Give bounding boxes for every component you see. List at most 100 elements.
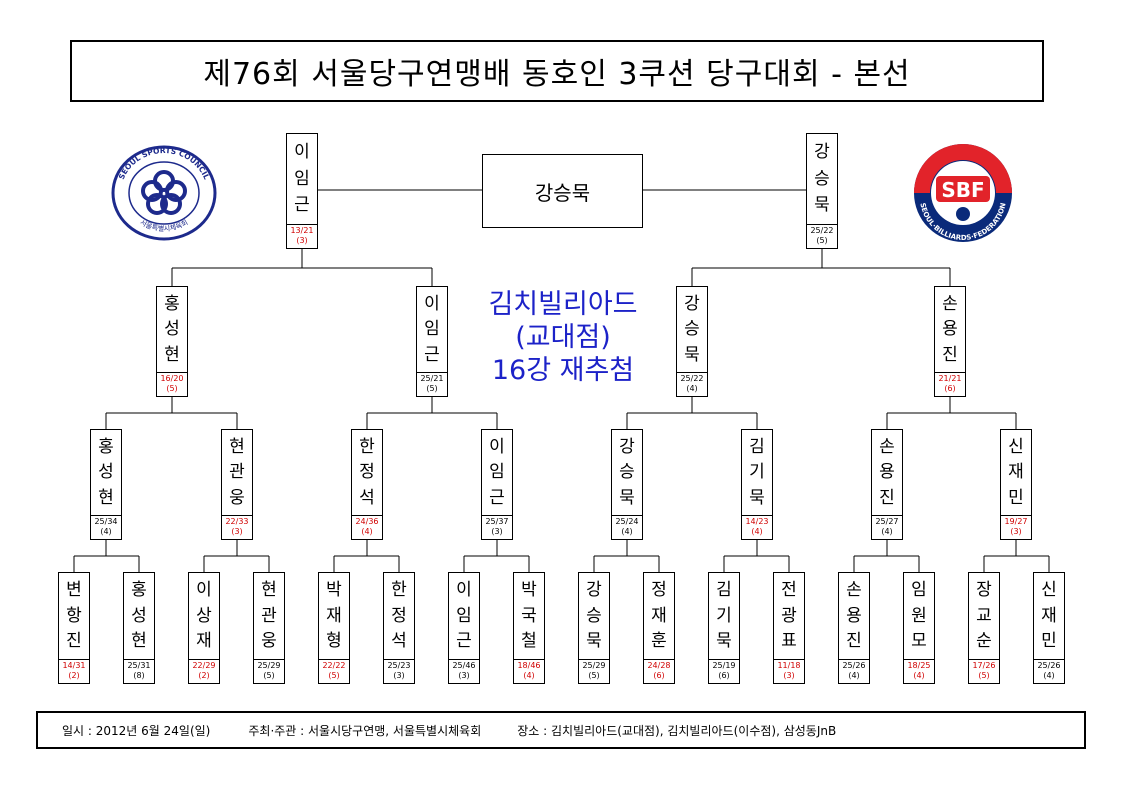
right-logo-letters: SBF	[941, 178, 984, 202]
player-score: 22/29	[192, 661, 216, 670]
player-score: 25/22	[680, 374, 704, 383]
player-score: 19/27	[1004, 517, 1028, 526]
player-stats: 25/31(8)	[124, 659, 154, 683]
player-stats: 16/20(5)	[157, 372, 187, 396]
player-rank: (3)	[783, 671, 795, 680]
player-rank: (3)	[231, 527, 243, 536]
player-score: 18/46	[517, 661, 541, 670]
player-score: 25/24	[615, 517, 639, 526]
player-score: 25/31	[127, 661, 151, 670]
player-stats: 25/34(4)	[91, 515, 121, 539]
player-score: 11/18	[777, 661, 801, 670]
player-rank: (6)	[718, 671, 730, 680]
player-stats: 25/22(5)	[807, 224, 837, 248]
player-score: 13/21	[290, 226, 314, 235]
player-stats: 25/29(5)	[579, 659, 609, 683]
player-rank: (4)	[751, 527, 763, 536]
player-stats: 25/37(3)	[482, 515, 512, 539]
player-stats: 25/27(4)	[872, 515, 902, 539]
player-score: 22/22	[322, 661, 346, 670]
player-rank: (6)	[653, 671, 665, 680]
player-score: 25/26	[842, 661, 866, 670]
player-score: 25/34	[94, 517, 118, 526]
player-stats: 24/36(4)	[352, 515, 382, 539]
event-info-footer: 일시 : 2012년 6월 24일(일) 주최·주관 : 서울시당구연맹, 서울…	[36, 711, 1086, 749]
player-score: 24/36	[355, 517, 379, 526]
player-rank: (2)	[68, 671, 80, 680]
player-stats: 25/23(3)	[384, 659, 414, 683]
player-stats: 22/22(5)	[319, 659, 349, 683]
player-stats: 17/26(5)	[969, 659, 999, 683]
page-title: 제76회 서울당구연맹배 동호인 3쿠션 당구대회 - 본선	[70, 40, 1044, 102]
player-stats: 25/22(4)	[677, 372, 707, 396]
champion-box: 강승묵	[482, 154, 643, 228]
player-score: 18/25	[907, 661, 931, 670]
player-stats: 25/26(4)	[1034, 659, 1064, 683]
player-stats: 25/29(5)	[254, 659, 284, 683]
player-score: 25/29	[582, 661, 606, 670]
player-score: 25/29	[257, 661, 281, 670]
player-rank: (3)	[1010, 527, 1022, 536]
player-stats: 14/23(4)	[742, 515, 772, 539]
player-stats: 14/31(2)	[59, 659, 89, 683]
seoul-sports-council-logo: SEOUL SPORTS COUNCIL 서울특별시체육회	[111, 145, 217, 241]
player-rank: (4)	[913, 671, 925, 680]
player-rank: (3)	[458, 671, 470, 680]
player-rank: (3)	[393, 671, 405, 680]
event-venue: 장소 : 김치빌리아드(교대점), 김치빌리아드(이수점), 삼성동JnB	[517, 723, 837, 738]
player-rank: (5)	[816, 236, 828, 245]
player-stats: 22/29(2)	[189, 659, 219, 683]
player-rank: (5)	[263, 671, 275, 680]
player-stats: 22/33(3)	[222, 515, 252, 539]
player-rank: (3)	[491, 527, 503, 536]
event-host: 주최·주관 : 서울시당구연맹, 서울특별시체육회	[248, 723, 482, 738]
player-score: 25/27	[875, 517, 899, 526]
player-stats: 25/21(5)	[417, 372, 447, 396]
player-stats: 18/46(4)	[514, 659, 544, 683]
player-score: 14/23	[745, 517, 769, 526]
player-score: 14/31	[62, 661, 86, 670]
player-score: 25/19	[712, 661, 736, 670]
venue-announcement: 김치빌리아드 (교대점) 16강 재추첨	[458, 288, 668, 387]
